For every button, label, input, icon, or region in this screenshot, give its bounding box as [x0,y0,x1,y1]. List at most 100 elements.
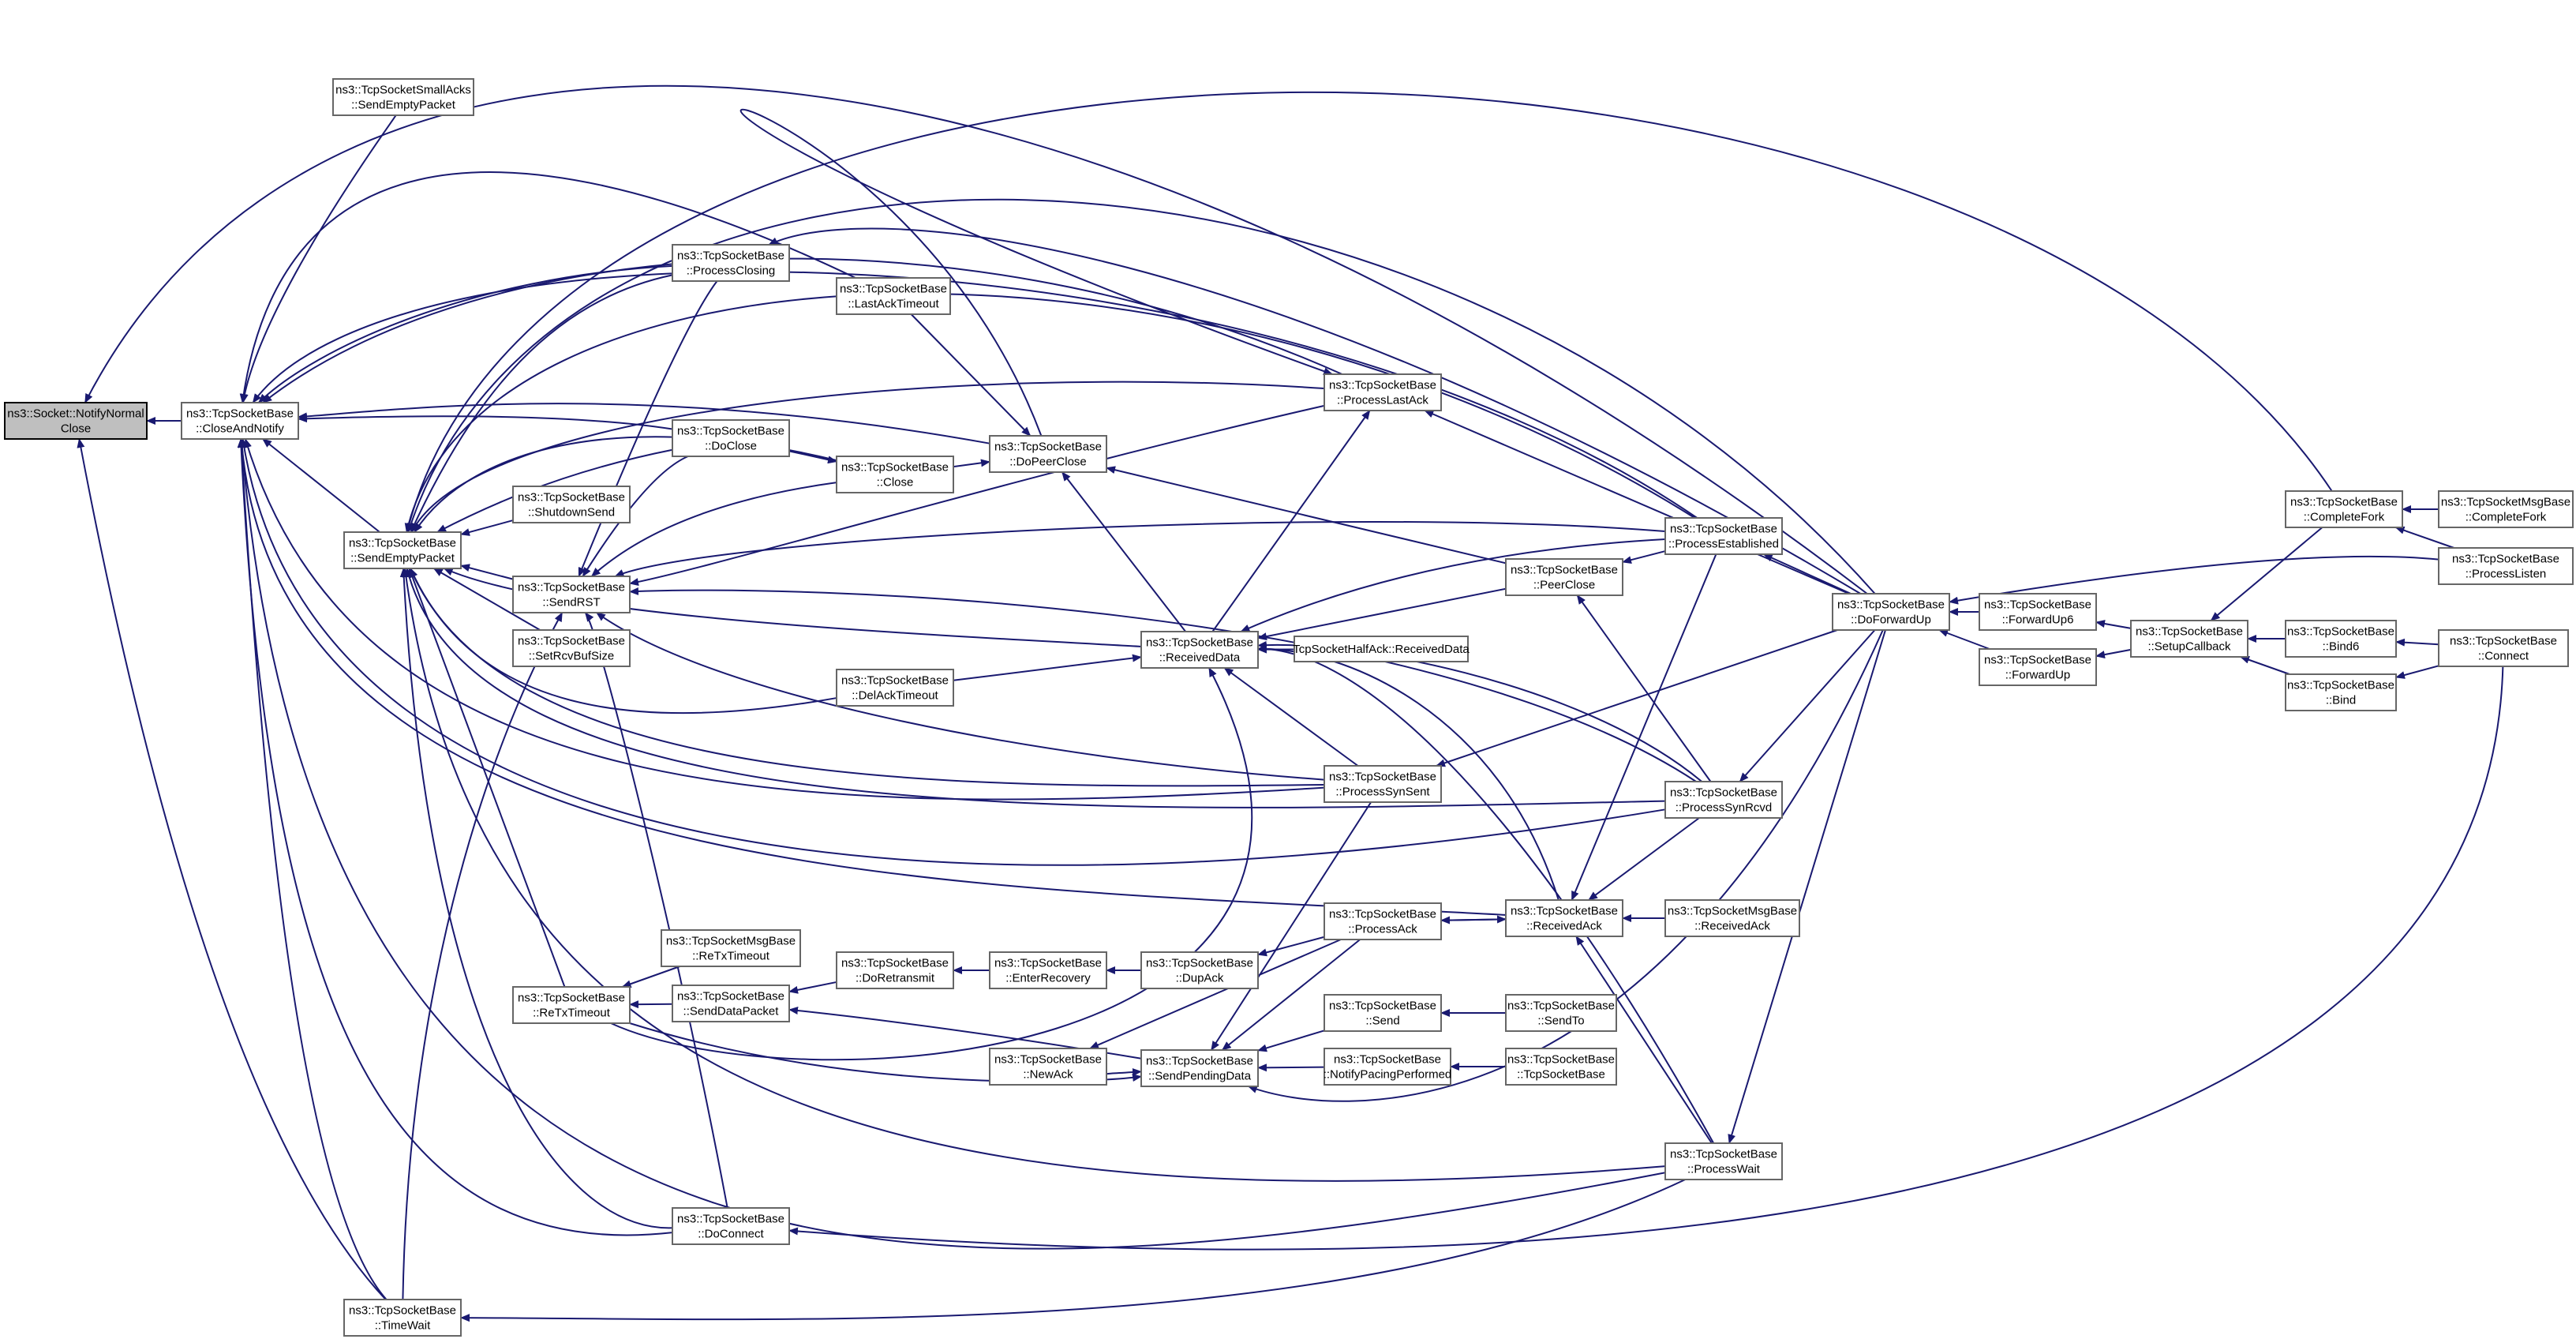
node-processwait[interactable]: ns3::TcpSocketBase::ProcessWait [1664,1142,1783,1180]
node-sendempty[interactable]: ns3::TcpSocketBase::SendEmptyPacket [343,531,462,569]
node-processsynsent[interactable]: ns3::TcpSocketBase::ProcessSynSent [1324,765,1442,803]
node-msgcompletefork[interactable]: ns3::TcpSocketMsgBase::CompleteFork [2438,490,2574,528]
node-box [1140,1049,1259,1087]
node-closeandnotify[interactable]: ns3::TcpSocketBase::CloseAndNotify [181,402,299,440]
node-enterrecovery[interactable]: ns3::TcpSocketBase::EnterRecovery [989,951,1107,989]
node-delacktimeout[interactable]: ns3::TcpSocketBase::DelAckTimeout [836,669,954,707]
node-doretransmit[interactable]: ns3::TcpSocketBase::DoRetransmit [836,951,954,989]
node-label-line: ns3::TcpSocketMsgBase [2441,496,2570,509]
call-edge-peerclose-to-receiveddata [1257,587,1507,641]
node-label-line: ns3::TcpSocketBase [1146,636,1253,650]
node-label-line: ns3::Socket::NotifyNormal [7,407,144,421]
node-ctor[interactable]: ns3::TcpSocketBase::TcpSocketBase [1505,1048,1617,1086]
call-edge-doforwardup-to-processclosing [768,227,1861,594]
node-newack[interactable]: ns3::TcpSocketBase::NewAck [989,1048,1107,1086]
node-processestablished[interactable]: ns3::TcpSocketBase::ProcessEstablished [1664,517,1783,555]
node-box [181,402,299,440]
node-dopeerclose[interactable]: ns3::TcpSocketBase::DoPeerClose [989,435,1107,473]
node-label-line: ::ForwardUp6 [2002,613,2074,627]
node-doforwardup[interactable]: ns3::TcpSocketBase::DoForwardUp [1832,593,1950,631]
node-label-line: ::DoForwardUp [1851,613,1931,627]
node-label-line: ::CompleteFork [2466,511,2547,524]
node-box [836,951,954,989]
node-notifypacing[interactable]: ns3::TcpSocketBase::NotifyPacingPerforme… [1324,1048,1452,1086]
node-close[interactable]: ns3::TcpSocketBase::Close [836,456,954,493]
node-sendto[interactable]: ns3::TcpSocketBase::SendTo [1505,994,1617,1032]
node-label-line: ::PeerClose [1533,579,1595,592]
node-box [1324,902,1442,940]
node-label-line: ns3::TcpSocketBase [994,441,1102,454]
node-forwardup6[interactable]: ns3::TcpSocketBase::ForwardUp6 [1979,593,2097,631]
node-label-line: ::SendPendingData [1148,1070,1252,1083]
call-edge-doclose-to-sendrst [582,456,689,577]
node-processack[interactable]: ns3::TcpSocketBase::ProcessAck [1324,902,1442,940]
node-label-line: ns3::TcpSocketBase [2290,496,2398,509]
call-edge-smallacks-to-closeandnotify [240,114,397,403]
call-edge-senddatapacket-to-retxtimeout [629,1000,673,1009]
node-setupcallback[interactable]: ns3::TcpSocketBase::SetupCallback [2130,620,2248,658]
node-box [672,419,790,457]
call-edge-processlastack-to-sendempty [410,381,1325,533]
call-edge-processack-to-newack [1089,939,1342,1049]
node-bind[interactable]: ns3::TcpSocketBase::Bind [2285,673,2397,711]
node-label-line: ns3::TcpSocketBase [1984,654,2091,667]
node-processclosing[interactable]: ns3::TcpSocketBase::ProcessClosing [672,244,790,282]
node-forwardup[interactable]: ns3::TcpSocketBase::ForwardUp [1979,648,2097,686]
call-edge-delacktimeout-to-receiveddata [953,654,1142,681]
node-box [1324,994,1442,1032]
node-box [332,78,474,116]
node-timewait[interactable]: ns3::TcpSocketBase::TimeWait [343,1299,462,1337]
node-connect[interactable]: ns3::TcpSocketBase::Connect [2438,629,2569,667]
node-halfack[interactable]: TcpSocketHalfAck::ReceivedData [1293,636,1470,662]
call-edge-doforwardup-to-notify [84,84,1868,594]
node-box [1140,631,1259,669]
node-receiveddata[interactable]: ns3::TcpSocketBase::ReceivedData [1140,631,1259,669]
call-edge-processwait-to-timewait [460,1179,1686,1322]
node-box [2438,490,2574,528]
node-receivedack[interactable]: ns3::TcpSocketBase::ReceivedAck [1505,899,1623,937]
node-completefork[interactable]: ns3::TcpSocketBase::CompleteFork [2285,490,2403,528]
node-box [989,435,1107,473]
call-edge-receiveddata-to-processlastack [1211,410,1371,632]
node-doconnect[interactable]: ns3::TcpSocketBase::DoConnect [672,1207,790,1245]
call-edge-processestablished-to-sendrst [614,520,1666,577]
call-edge-processwait-to-receivedack [1575,936,1713,1144]
call-edge-doconnect-to-closeandnotify [237,438,673,1236]
node-retxtimeout[interactable]: ns3::TcpSocketBase::ReTxTimeout [512,986,631,1024]
node-label-line: ns3::TcpSocketBase [1837,598,1945,612]
node-dupack[interactable]: ns3::TcpSocketBase::DupAck [1140,951,1259,989]
node-bind6[interactable]: ns3::TcpSocketBase::Bind6 [2285,620,2397,658]
node-send[interactable]: ns3::TcpSocketBase::Send [1324,994,1442,1032]
node-shutdownsend[interactable]: ns3::TcpSocketBase::ShutdownSend [512,486,631,523]
node-processlastack[interactable]: ns3::TcpSocketBase::ProcessLastAck [1324,373,1442,411]
call-edge-setupcallback-to-forwardup6 [2095,620,2132,629]
node-box [672,244,790,282]
node-sendpendingdata[interactable]: ns3::TcpSocketBase::SendPendingData [1140,1049,1259,1087]
node-box [1324,1048,1451,1086]
node-sendrst[interactable]: ns3::TcpSocketBase::SendRST [512,576,631,613]
node-msgretx[interactable]: ns3::TcpSocketMsgBase::ReTxTimeout [661,929,801,967]
call-edge-timewait-to-closeandnotify [237,438,388,1300]
node-doclose[interactable]: ns3::TcpSocketBase::DoClose [672,419,790,457]
node-processsynrcvd[interactable]: ns3::TcpSocketBase::ProcessSynRcvd [1664,781,1783,819]
node-label-line: ::DoClose [705,440,757,453]
node-label-line: ::ReTxTimeout [533,1007,611,1020]
node-msgreceivedack[interactable]: ns3::TcpSocketMsgBase::ReceivedAck [1664,899,1800,937]
node-senddatapacket[interactable]: ns3::TcpSocketBase::SendDataPacket [672,985,790,1022]
call-edge-processwait-to-closeandnotify [238,438,1666,1250]
call-edge-processsynrcvd-to-sendrst [629,587,1697,782]
node-label-line: ns3::TcpSocketBase [2450,635,2557,648]
node-label-line: ::ForwardUp [2005,669,2071,682]
node-processlisten[interactable]: ns3::TcpSocketBase::ProcessListen [2438,547,2574,585]
call-edge-close-to-dopeerclose [953,459,990,468]
node-setrcvbufsize[interactable]: ns3::TcpSocketBase::SetRcvBufSize [512,629,631,667]
call-edge-sendrst-to-sendempty [460,564,514,580]
node-smallacks[interactable]: ns3::TcpSocketSmallAcks::SendEmptyPacket [332,78,474,116]
node-label-line: ::CloseAndNotify [196,422,284,436]
node-lastacktimeout[interactable]: ns3::TcpSocketBase::LastAckTimeout [836,277,951,315]
call-edge-lastacktimeout-to-closeandnotify [239,171,856,403]
node-peerclose[interactable]: ns3::TcpSocketBase::PeerClose [1505,558,1623,596]
node-box [836,669,954,707]
node-label-line: ns3::TcpSocketBase [1329,1000,1436,1013]
